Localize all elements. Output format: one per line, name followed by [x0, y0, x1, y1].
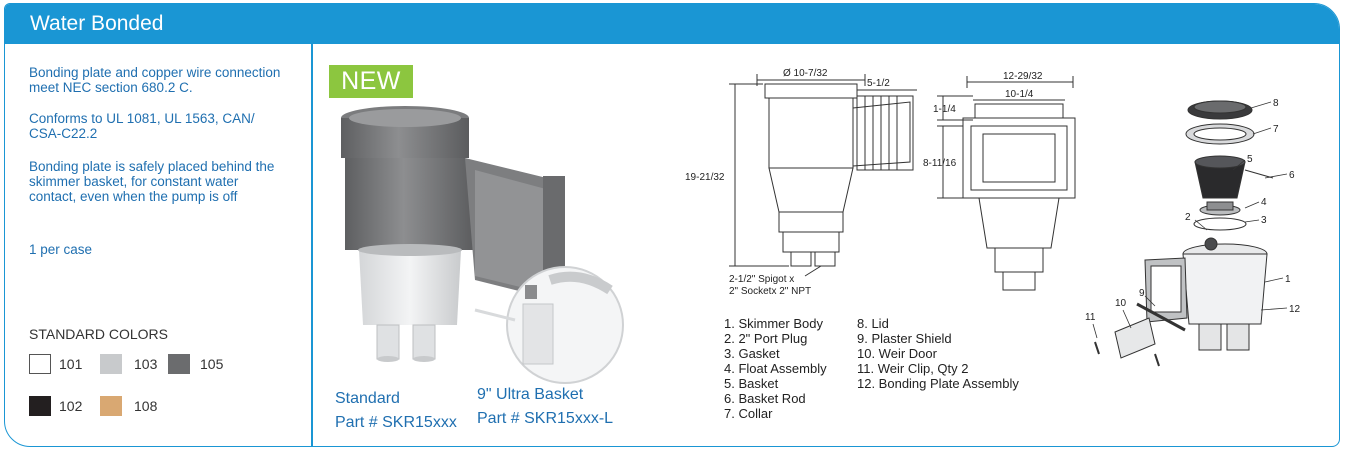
parts-list-item: 11. Weir Clip, Qty 2	[857, 361, 969, 376]
parts-list-item: 10. Weir Door	[857, 346, 937, 361]
callout-6: 6	[1289, 170, 1295, 181]
callout-9: 9	[1139, 288, 1145, 299]
callout-2: 2	[1185, 212, 1191, 223]
description-placement: Bonding plate is safely placed behind th…	[29, 159, 275, 204]
callout-8: 8	[1273, 98, 1279, 109]
color-swatch-101	[29, 354, 51, 374]
callout-12: 12	[1289, 304, 1301, 315]
dim-depth: 5-1/2	[867, 78, 890, 89]
part-standard-number: Part # SKR15xxx	[335, 414, 457, 431]
dim-opening: 8-11/16	[923, 158, 957, 169]
dim-height: 19-21/32	[685, 172, 725, 183]
callout-11: 11	[1085, 312, 1096, 323]
dimension-drawing: Ø 10-7/32 5-1/2 19-21/32 2-1/2" Spigot x…	[685, 68, 917, 297]
callout-5: 5	[1247, 154, 1253, 165]
color-code-102: 102	[59, 398, 83, 414]
color-code-108: 108	[134, 398, 158, 414]
description-conforms: Conforms to UL 1081, UL 1563, CAN/ CSA-C…	[29, 111, 255, 141]
part-standard-name: Standard	[335, 390, 400, 407]
column-divider	[311, 44, 313, 446]
parts-list-item: 7. Collar	[724, 406, 773, 421]
color-swatch-103	[100, 354, 122, 374]
parts-list-item: 8. Lid	[857, 316, 889, 331]
dimension-drawing-front: 12-29/32 10-1/4 1-1/4 8-11/16	[923, 72, 1076, 291]
parts-list-item: 1. Skimmer Body	[724, 316, 823, 331]
description-bonding: Bonding plate and copper wire connection…	[29, 65, 281, 95]
description-per-case: 1 per case	[29, 242, 93, 257]
parts-list-item: 6. Basket Rod	[724, 391, 806, 406]
standard-colors-title: STANDARD COLORS	[29, 326, 168, 342]
skimmer-product-image	[341, 106, 624, 384]
dim-spigot-line2: 2" Socketx 2" NPT	[729, 286, 811, 297]
callout-10: 10	[1115, 298, 1127, 309]
product-card: Water Bonded Bonding plate and copper wi…	[4, 3, 1340, 447]
parts-list-item: 12. Bonding Plate Assembly	[857, 376, 1019, 391]
dim-spigot-line1: 2-1/2" Spigot x	[729, 274, 794, 285]
exploded-view-drawing: 8 7 5 6 4 3 2 1 12 9 10 11	[1085, 98, 1301, 367]
color-code-105: 105	[200, 356, 224, 372]
parts-list-col2: 8. Lid 9. Plaster Shield 10. Weir Door 1…	[857, 316, 1019, 391]
dim-diameter: Ø 10-7/32	[783, 68, 828, 79]
callout-4: 4	[1261, 197, 1267, 208]
callout-7: 7	[1273, 124, 1279, 135]
new-badge: NEW	[329, 65, 413, 98]
color-code-103: 103	[134, 356, 158, 372]
parts-list-item: 4. Float Assembly	[724, 361, 827, 376]
dim-width-outer: 12-29/32	[1003, 72, 1043, 82]
color-code-101: 101	[59, 356, 83, 372]
part-ultra-number: Part # SKR15xxx-L	[477, 410, 614, 427]
color-swatch-108	[100, 396, 122, 416]
callout-1: 1	[1285, 274, 1291, 285]
header-bar: Water Bonded	[5, 4, 1339, 44]
color-swatch-102	[29, 396, 51, 416]
header-title: Water Bonded	[30, 12, 164, 35]
parts-list-item: 9. Plaster Shield	[857, 331, 952, 346]
dim-lip: 1-1/4	[933, 104, 956, 115]
parts-list-item: 2. 2" Port Plug	[724, 331, 808, 346]
dim-width-inner: 10-1/4	[1005, 89, 1034, 100]
parts-list-item: 3. Gasket	[724, 346, 780, 361]
color-swatch-105	[168, 354, 190, 374]
parts-list-item: 5. Basket	[724, 376, 779, 391]
part-ultra-name: 9" Ultra Basket	[477, 386, 584, 403]
parts-list-col1: 1. Skimmer Body 2. 2" Port Plug 3. Gaske…	[724, 316, 827, 421]
callout-3: 3	[1261, 215, 1267, 226]
